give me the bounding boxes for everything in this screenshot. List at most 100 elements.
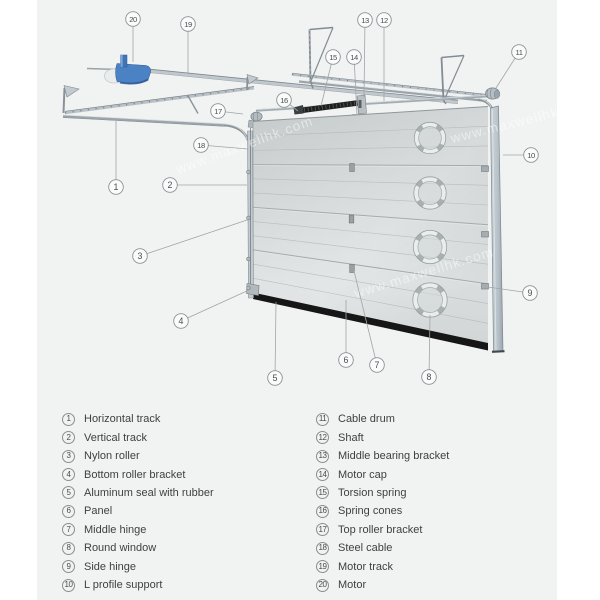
svg-text:1: 1 [114,182,119,192]
legend-number-badge: 6 [62,504,75,518]
legend-number-badge: 3 [62,449,75,463]
svg-text:7: 7 [375,360,380,370]
callout-leader-7 [353,270,378,366]
legend-item-label: Vertical track [84,431,147,444]
callout-17: 17 [210,103,226,119]
middle-hinge [349,163,355,172]
svg-text:11: 11 [516,48,523,57]
legend-number-badge: 20 [316,578,329,592]
left-track-assembly [62,74,259,141]
round-window [412,229,448,265]
wall-bracket [62,85,80,114]
callout-1: 1 [108,179,124,195]
callout-8: 8 [421,369,437,385]
callout-6: 6 [338,352,354,368]
legend-item: 20 Motor [316,576,556,594]
svg-text:8: 8 [427,372,432,382]
svg-text:16: 16 [280,96,288,105]
svg-text:20: 20 [129,15,137,24]
callout-leader-lines [115,19,531,379]
callout-leader-18 [200,144,249,150]
callout-15: 15 [325,49,341,65]
legend-number-badge: 18 [316,541,329,555]
legend-item-label: Round window [84,542,157,555]
legend-number-badge: 9 [62,560,75,574]
callout-11: 11 [511,44,527,60]
legend-item-label: Nylon roller [84,450,140,463]
callout-18: 18 [193,137,209,153]
legend-item-label: L profile support [84,579,163,592]
legend-number-badge: 15 [316,486,329,500]
legend-item-label: Side hinge [84,560,136,573]
legend-number-badge: 17 [316,523,329,537]
callout-3: 3 [132,248,148,264]
torsion-spring [293,99,364,115]
legend-item: 9 Side hinge [62,558,302,576]
ceiling-bracket-right [440,54,465,105]
callout-leader-4 [180,289,250,322]
callout-20: 20 [125,11,141,27]
round-window [413,176,447,210]
svg-text:17: 17 [214,107,222,116]
legend-item-label: Motor [338,579,367,592]
cable-drum [485,87,501,100]
callout-2: 2 [162,177,178,193]
nylon-rollers [246,169,251,262]
legend-item-label: Middle hinge [84,523,147,536]
callout-19: 19 [180,16,196,32]
legend-number-badge: 19 [316,560,329,574]
legend-item: 13 Middle bearing bracket [316,447,556,465]
svg-text:13: 13 [361,16,369,25]
callout-leader-5 [274,301,277,379]
legend-number-badge: 13 [316,449,329,463]
left-vertical-track [246,128,260,299]
legend-item-label: Middle bearing bracket [338,450,450,463]
svg-text:3: 3 [138,251,143,261]
callout-4: 4 [173,313,189,329]
legend-number-badge: 1 [62,412,75,426]
legend-item: 19 Motor track [316,558,556,576]
svg-text:10: 10 [527,151,535,160]
svg-text:12: 12 [380,16,388,25]
svg-text:19: 19 [184,20,192,29]
panel-section-seams [252,164,489,285]
right-vertical-track [476,97,505,353]
legend-item-label: Motor cap [338,468,387,481]
torsion-assembly [247,87,501,130]
motor-unit [86,54,151,85]
svg-text:4: 4 [179,316,184,326]
callout-leader-13 [363,19,366,98]
garage-door-illustration: www.maxwellhk.com www.maxwellhk.com www.… [62,11,557,386]
side-hinge [481,231,489,238]
legend-number-badge: 5 [62,486,75,500]
nylon-roller [246,256,251,262]
callout-7: 7 [369,357,385,373]
side-hinges [481,165,489,290]
svg-text:6: 6 [344,355,349,365]
callout-13: 13 [357,12,373,28]
legend-number-badge: 4 [62,468,75,482]
legend-number-badge: 12 [316,431,329,445]
legend-item: 1 Horizontal track [62,410,302,428]
legend-number-badge: 11 [316,412,329,426]
side-hinge [481,165,489,172]
nylon-roller [246,169,251,175]
callout-14: 14 [346,49,362,65]
legend-item: 3 Nylon roller [62,447,302,465]
legend-item-label: Horizontal track [84,413,161,426]
svg-text:18: 18 [197,141,205,150]
legend-item-label: Motor track [338,560,394,573]
